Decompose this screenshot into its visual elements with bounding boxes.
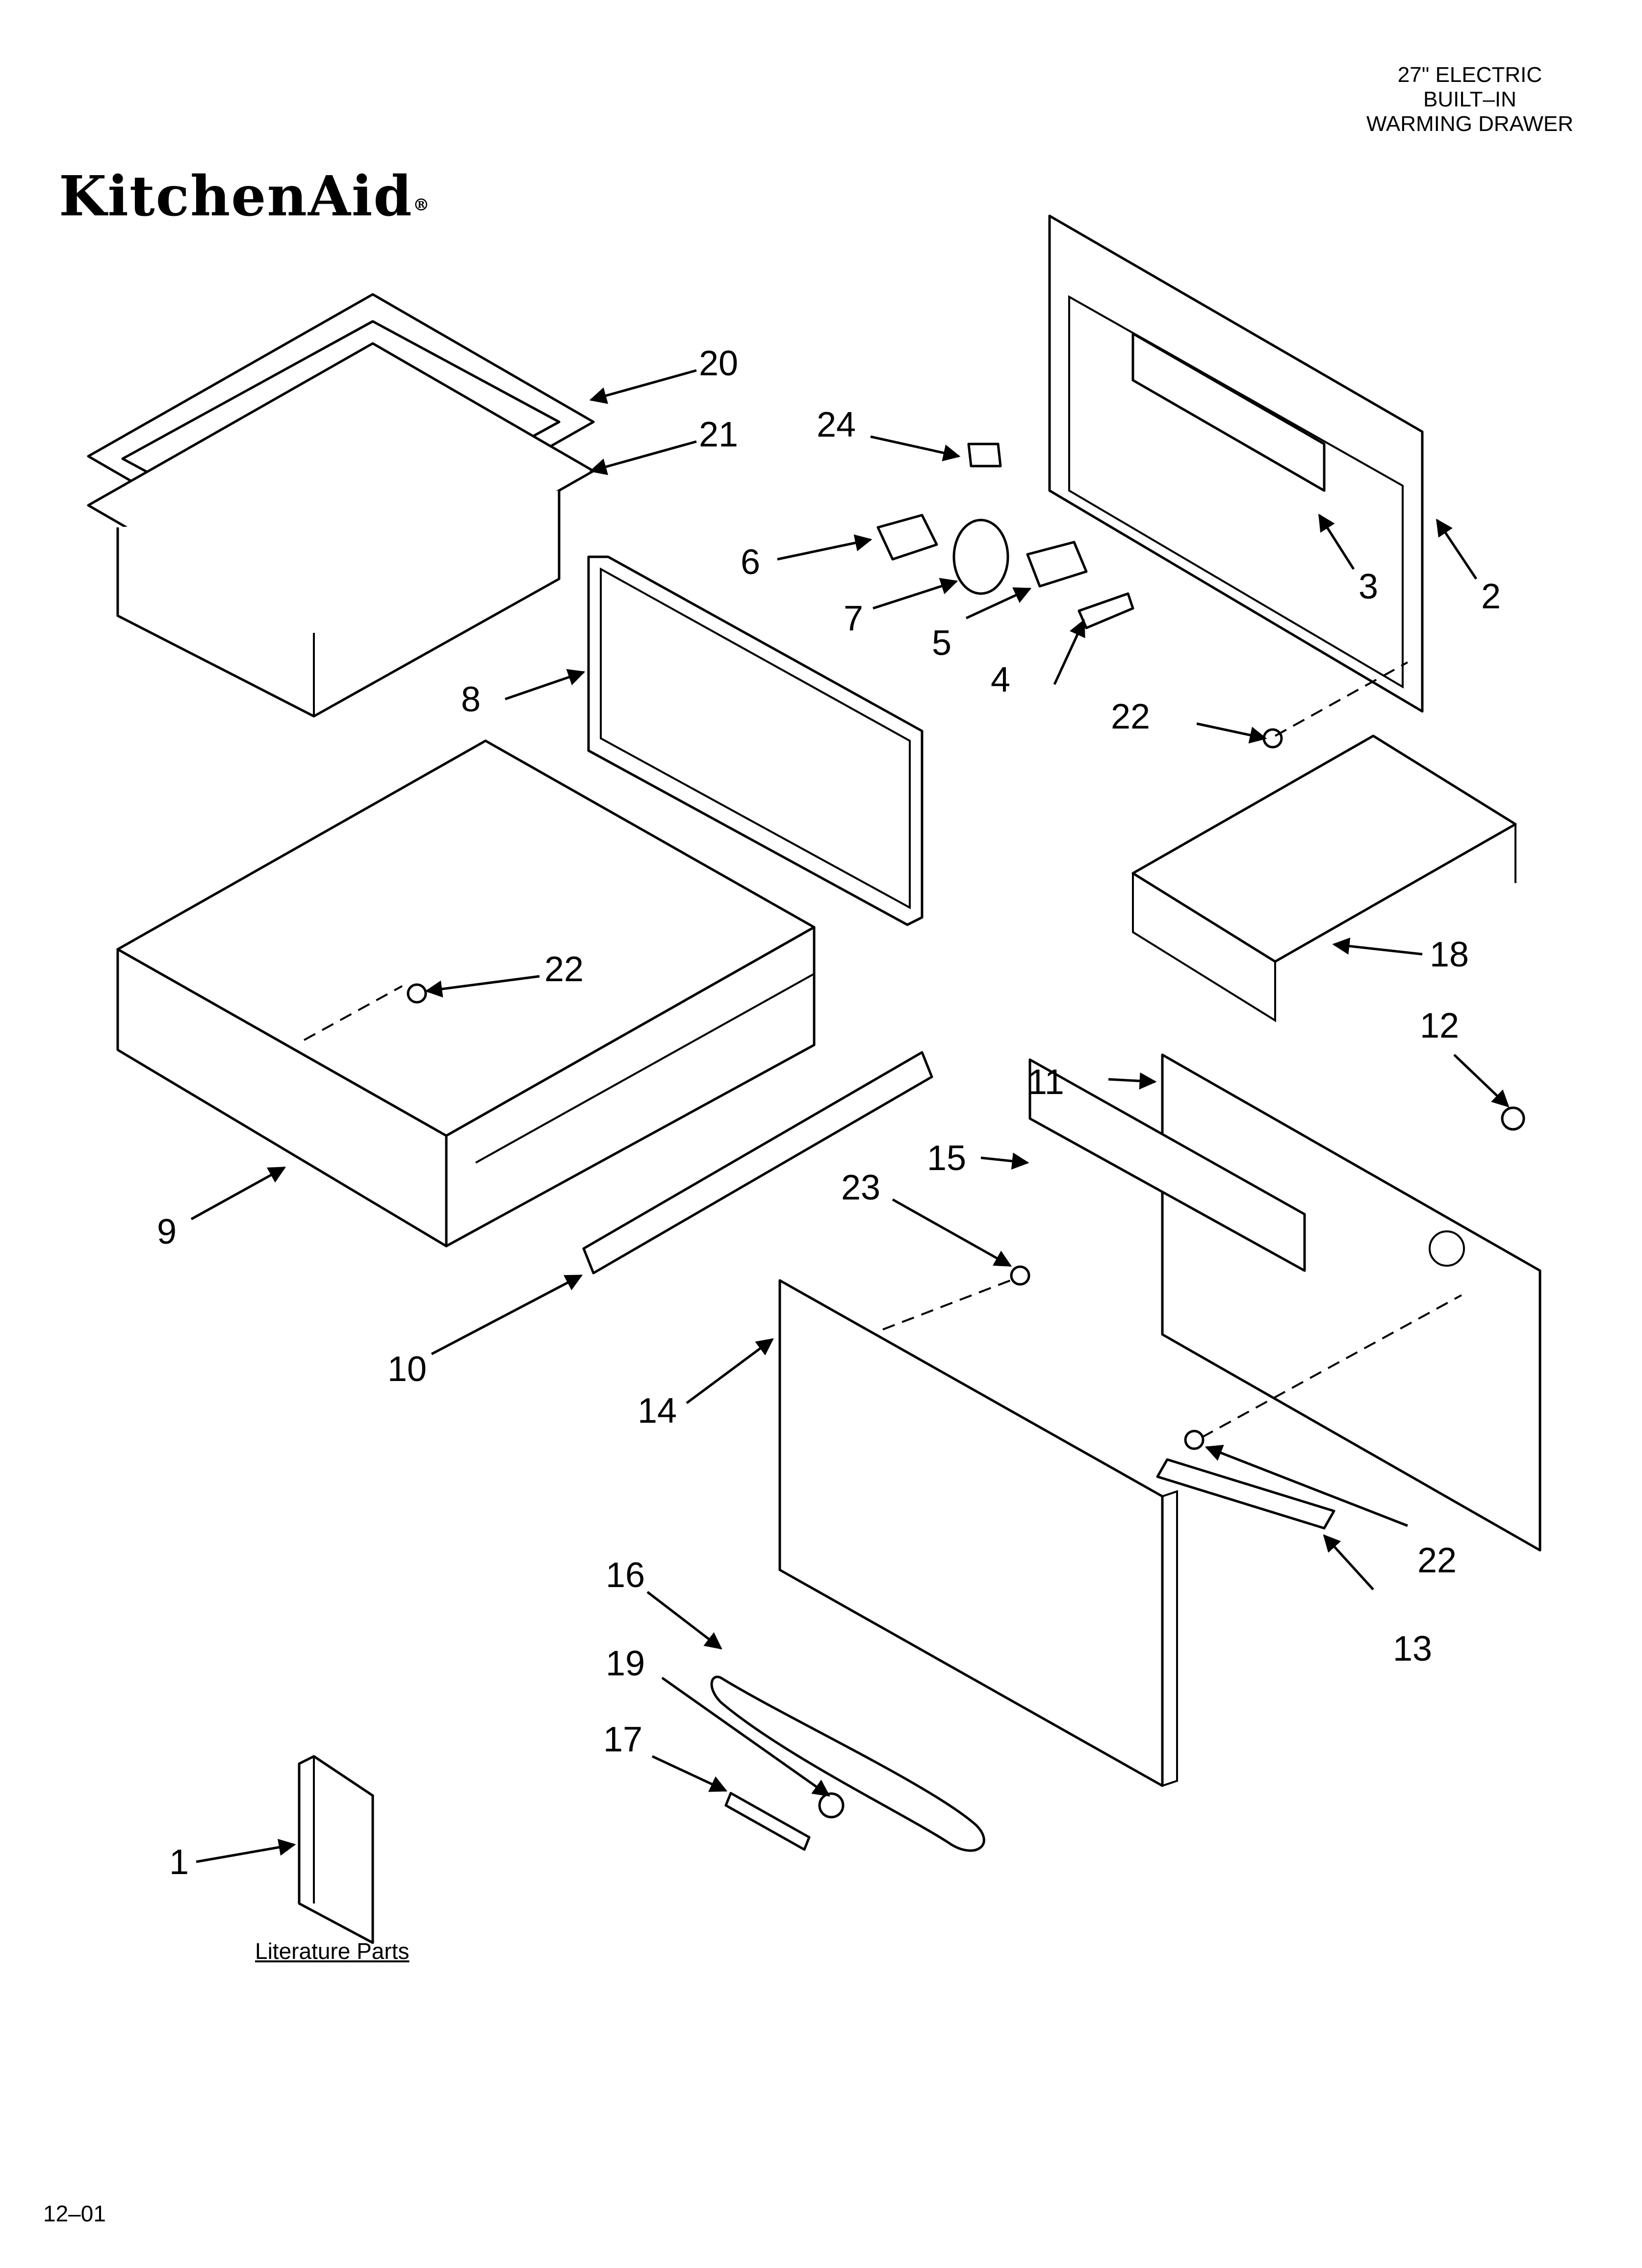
knob-part-7 (952, 519, 1009, 595)
label-23: 23 (841, 1168, 880, 1207)
switch-part-5 (1026, 541, 1088, 588)
brand-name: KitchenAid (59, 164, 413, 229)
label-22-hinge: 22 (1417, 1541, 1457, 1580)
label-20: 20 (699, 344, 738, 383)
label-15: 15 (927, 1139, 966, 1178)
hinge-part-13 (1156, 1458, 1335, 1530)
label-11: 11 (1027, 1063, 1064, 1102)
registered-mark: ® (412, 195, 431, 215)
label-19: 19 (606, 1644, 645, 1683)
label-10: 10 (387, 1350, 427, 1389)
label-16: 16 (606, 1556, 645, 1595)
title-line-3: WARMING DRAWER (1366, 112, 1573, 136)
nameplate-part-17 (724, 1792, 811, 1851)
label-2: 2 (1481, 577, 1501, 616)
indicator-light-part-4 (1078, 592, 1134, 629)
literature-parts-label: Literature Parts (255, 1938, 410, 1964)
door-panel-part-14 (778, 1279, 1178, 1787)
label-17: 17 (603, 1720, 642, 1759)
label-12: 12 (1420, 1006, 1459, 1045)
label-13: 13 (1393, 1629, 1432, 1668)
label-4: 4 (991, 660, 1010, 700)
literature-part-1 (298, 1755, 374, 1944)
label-7: 7 (844, 599, 863, 638)
rack-part-18 (1131, 734, 1517, 1022)
diagram-title: 27" ELECTRIC BUILT–IN WARMING DRAWER (1366, 63, 1573, 136)
label-21: 21 (699, 415, 738, 454)
label-18: 18 (1430, 935, 1469, 974)
screw-part-22-drawer (407, 983, 427, 1004)
callout-arrows (190, 369, 1510, 1863)
back-panel-part-2 (1048, 214, 1424, 713)
switch-part-6 (876, 514, 938, 561)
screw-part-23 (1010, 1265, 1030, 1286)
revision-date: 12–01 (43, 2201, 106, 2226)
gasket-part-8 (587, 555, 924, 926)
brand-logo: KitchenAid® (59, 164, 431, 229)
label-3: 3 (1359, 567, 1378, 606)
label-22-rear: 22 (1111, 697, 1150, 736)
bracket-part-15 (1028, 1058, 1306, 1272)
label-5: 5 (932, 624, 951, 663)
title-line-2: BUILT–IN (1423, 87, 1516, 111)
label-part-24 (967, 443, 1002, 468)
title-line-1: 27" ELECTRIC (1397, 63, 1542, 87)
bracket-part-3 (1131, 332, 1326, 492)
control-panel-part-11 (1161, 1053, 1541, 1552)
label-6: 6 (741, 543, 760, 582)
slide-rail-part-10 (582, 1051, 933, 1275)
drawer-box-part-9 (116, 739, 816, 1248)
nut-part-12 (1501, 1106, 1525, 1131)
screw-part-22-rear (1262, 728, 1283, 749)
label-9: 9 (157, 1212, 177, 1251)
handle-nut-part-19 (818, 1792, 845, 1819)
label-14: 14 (638, 1391, 677, 1431)
label-22-drawer: 22 (544, 950, 584, 989)
label-8: 8 (461, 680, 481, 719)
screw-part-22-hinge (1184, 1430, 1205, 1450)
label-24: 24 (817, 405, 856, 444)
label-1: 1 (169, 1843, 189, 1882)
handle-part-16 (710, 1675, 985, 1852)
